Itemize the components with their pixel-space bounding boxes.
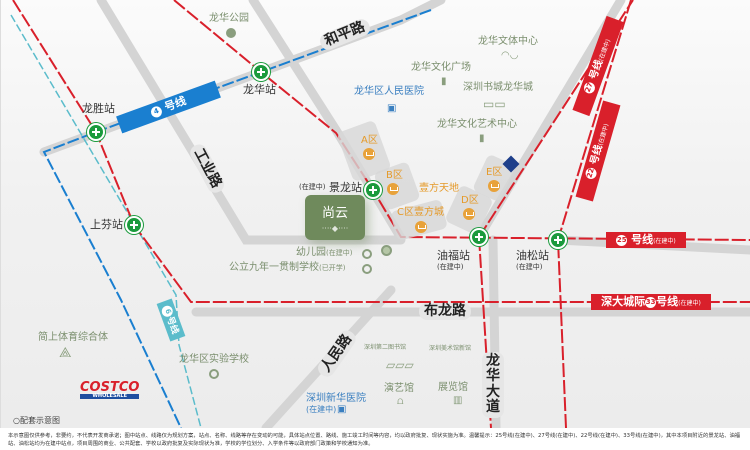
zone-e-label: E区 [486, 167, 503, 178]
line-4-path [42, 9, 432, 428]
line-25-status: (在建中) [653, 238, 676, 245]
map-area: 和平路 工业路 布龙路 人民路 龙华大道 4 号线 6号线 27 号线(在建中)… [0, 0, 750, 428]
line-33-status: (在建中) [678, 300, 701, 307]
costco-logo-text: COSTCO [80, 380, 140, 395]
line-33-badge: 深大城际33号线(在建中) [591, 294, 711, 310]
school-icon [362, 264, 372, 274]
poi-culture-square: 龙华文化广场 [411, 62, 471, 73]
station-longsheng-label: 龙胜站 [82, 102, 115, 115]
school-icon [209, 369, 219, 379]
poi-hospital: 龙华区人民医院 [354, 86, 424, 97]
metro-station-icon[interactable] [252, 63, 270, 81]
line-27-label: 号线 [588, 58, 606, 82]
shopping-cart-icon [363, 148, 375, 160]
poi-exhibition: 展览馆 [438, 382, 468, 393]
metro-station-icon[interactable] [364, 181, 382, 199]
poi-theater: 演艺馆 [384, 383, 414, 394]
station-youfu-label: 油福站 [437, 249, 470, 262]
line-25-label: 号线 [631, 233, 654, 246]
exhibition-icon: ▥ [453, 395, 463, 406]
metro-station-icon[interactable] [470, 228, 488, 246]
poi-sports-center: 龙华文体中心 [478, 36, 538, 47]
zone-d-label: D区 [461, 195, 479, 206]
stadium-icon: ◠◡ [501, 50, 519, 61]
legend-label: 配套示意图 [19, 416, 60, 425]
hospital-icon: ▣ [387, 103, 397, 114]
project-location-dot-icon [381, 245, 392, 256]
circle-icon: ○ [13, 416, 20, 425]
road-gongye [96, 0, 406, 245]
disclaimer: 本示意图仅供参考，非要约，不代表开发商承诺；图中站点、线路仅为规划方案，站点、名… [8, 433, 741, 447]
line-25-number: 25 [616, 234, 628, 246]
building-icon: ▮ [441, 76, 447, 87]
station-yousong-status: (在建中) [516, 263, 543, 271]
museum-building-icon: ▱▱▱ [386, 358, 414, 372]
zone-a-label: A区 [361, 135, 378, 146]
poi-library: 深圳第二图书馆 [364, 344, 407, 351]
poi-exp-school: 龙华区实验学校 [179, 354, 249, 365]
zone-b-label: B区 [386, 170, 403, 181]
metro-station-icon[interactable] [125, 216, 143, 234]
station-shangfen-label: 上芬站 [90, 218, 123, 231]
park-icon [226, 28, 236, 38]
building-icon: ▮ [479, 133, 485, 144]
line-27-status: (在建中) [597, 38, 613, 63]
poi-kindergarten: 幼儿园(在建中) [296, 248, 352, 258]
sports-complex-icon: ⟁ [59, 345, 72, 361]
line-22-number: 22 [584, 166, 598, 180]
line-6-label: 号线 [164, 315, 180, 336]
road-label-longhua-ave: 龙华大道 [482, 352, 504, 418]
bookstore-building-icon: ▭▭ [483, 97, 506, 111]
shopping-cart-icon [488, 180, 500, 192]
metro-station-icon[interactable] [87, 123, 105, 141]
line-27-number: 27 [582, 80, 597, 95]
poi-xinhua-hospital: 深圳新华医院 [306, 393, 366, 404]
shopping-cart-icon [463, 208, 475, 220]
kindergarten-label: 幼儿园 [296, 247, 326, 258]
line-4-label: 号线 [162, 94, 188, 114]
line-33-prefix: 深大城际 [601, 295, 646, 308]
kindergarten-status: (在建中) [326, 249, 353, 257]
station-jinglong-status: (在建中) [299, 183, 326, 191]
station-longhua-label: 龙华站 [243, 83, 276, 96]
costco-logo: COSTCO WHOLESALE [80, 380, 140, 399]
hospital-icon: ▣ [337, 404, 347, 415]
line-6-path [10, 14, 202, 428]
line-27-path [478, 0, 634, 238]
station-jinglong-label: 景龙站 [329, 181, 362, 194]
station-youfu-status: (在建中) [437, 263, 464, 271]
line-22-label: 号线 [588, 143, 605, 167]
metro-station-icon[interactable] [549, 231, 567, 249]
school-icon [362, 249, 372, 259]
line-33-label: 号线 [656, 295, 679, 308]
map-lines [10, 0, 750, 428]
shopping-cart-icon [415, 221, 427, 233]
poi-park: 龙华公园 [209, 13, 249, 24]
school-label: 公立九年一贯制学校 [229, 262, 319, 273]
poi-school: 公立九年一贯制学校(已开学) [229, 263, 345, 273]
station-yousong-label: 油松站 [516, 249, 549, 262]
poi-book-city: 深圳书城龙华城 [463, 82, 533, 93]
shopping-cart-icon [387, 183, 399, 195]
poi-art-museum: 深圳美术馆新馆 [429, 345, 472, 352]
school-status: (已开学) [319, 264, 346, 272]
project-marker[interactable]: 尚云 ····◆···· [305, 195, 365, 240]
zone-c-label: C区壹方城 [397, 207, 444, 218]
legend: ○配套示意图 [13, 417, 60, 425]
line-22-status: (在建中) [597, 122, 611, 147]
theater-icon: ⩍ [397, 396, 404, 407]
poi-arts-center: 龙华文化艺术中心 [437, 119, 517, 130]
poi-xinhua-status: (在建中) [306, 405, 337, 414]
road-label-bulong: 布龙路 [419, 303, 471, 321]
project-name: 尚云 [321, 206, 348, 221]
tiandi-label: 壹方天地 [419, 183, 459, 194]
poi-sports-complex: 简上体育综合体 [38, 332, 108, 343]
diamond-ornament-icon: ····◆···· [321, 224, 349, 233]
line-33-number: 33 [645, 296, 657, 308]
line-4-number: 4 [149, 104, 164, 119]
line-25-badge: 25 号线(在建中) [606, 232, 686, 248]
costco-logo-sub: WHOLESALE [80, 394, 140, 399]
